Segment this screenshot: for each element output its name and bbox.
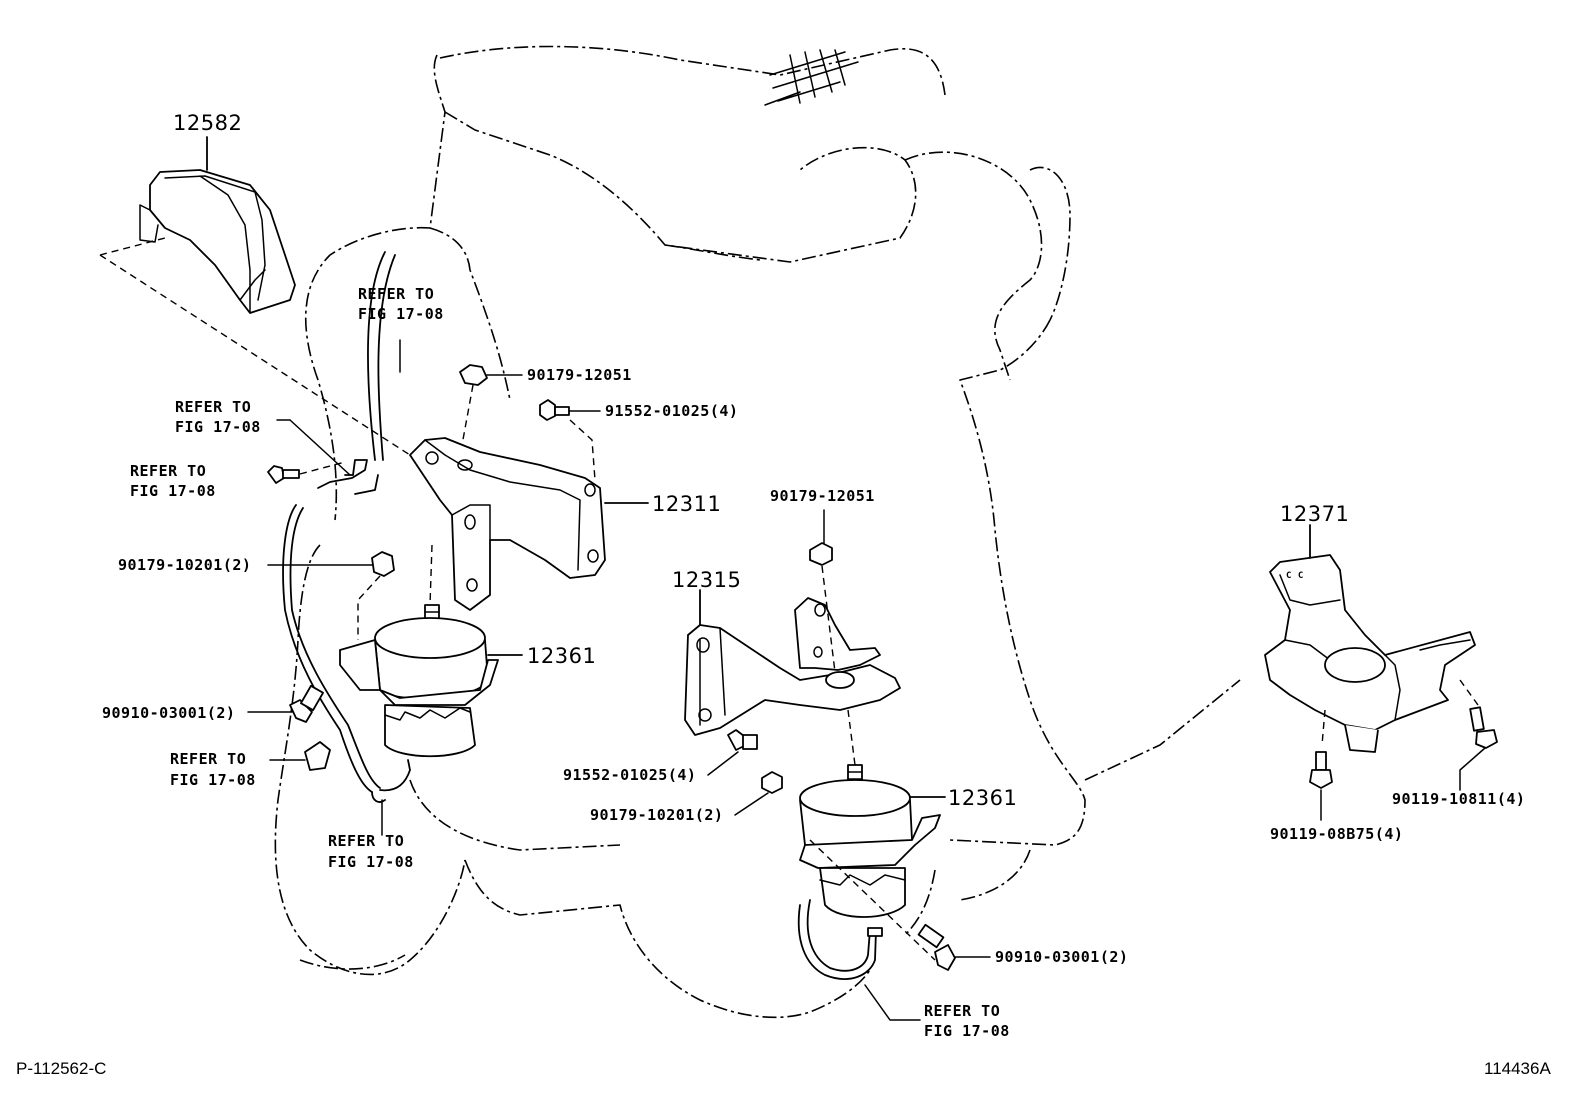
label-90119-08B75: 90119-08B75(4) <box>1270 825 1403 843</box>
hose-left <box>276 251 411 803</box>
svg-text:FIG 17-08: FIG 17-08 <box>358 305 444 323</box>
leader-12582-dash <box>99 237 411 456</box>
bolt-91552-01025-lower[interactable] <box>707 729 758 776</box>
hatch-mark <box>764 49 859 106</box>
nut-90179-10201-left[interactable] <box>267 551 395 640</box>
svg-text:FIG 17-08: FIG 17-08 <box>175 418 261 436</box>
refer-label-2[interactable]: REFER TO FIG 17-08 <box>175 398 261 436</box>
svg-text:FIG 17-08: FIG 17-08 <box>924 1022 1010 1040</box>
bolt-90119-08B75[interactable] <box>1309 751 1333 821</box>
engine-outline <box>274 45 1241 1019</box>
svg-text:REFER TO: REFER TO <box>328 832 404 850</box>
part-12582-cover[interactable] <box>139 136 296 314</box>
label-12361-middle: 12361 <box>948 786 1017 810</box>
label-90179-10201-left: 90179-10201(2) <box>118 556 251 574</box>
refer-label-5[interactable]: REFER TO FIG 17-08 <box>328 832 414 871</box>
nut-90179-10201-middle[interactable] <box>734 771 783 816</box>
label-90179-12051-upper: 90179-12051 <box>527 366 632 384</box>
bolt-90910-03001-left[interactable] <box>247 684 324 723</box>
clip-left <box>269 741 331 771</box>
label-12361-left: 12361 <box>527 644 596 668</box>
label-90179-10201-middle: 90179-10201(2) <box>590 806 723 824</box>
refer-label-6[interactable]: REFER TO FIG 17-08 <box>924 1002 1010 1040</box>
label-12371: 12371 <box>1280 502 1349 526</box>
svg-text:REFER TO: REFER TO <box>358 285 434 303</box>
refer-label-4[interactable]: REFER TO FIG 17-08 <box>170 750 256 789</box>
label-91552-01025-lower: 91552-01025(4) <box>563 766 696 784</box>
svg-text:REFER TO: REFER TO <box>175 398 251 416</box>
footer-right-code: 114436A <box>1484 1059 1551 1078</box>
label-91552-01025-upper: 91552-01025(4) <box>605 402 738 420</box>
nut-90179-12051-upper[interactable] <box>459 364 523 446</box>
label-90910-03001-left: 90910-03001(2) <box>102 704 235 722</box>
label-90910-03001-lower: 90910-03001(2) <box>995 948 1128 966</box>
part-12361-mount-left[interactable] <box>339 544 523 758</box>
label-90179-12051-middle: 90179-12051 <box>770 487 875 505</box>
svg-text:REFER TO: REFER TO <box>130 462 206 480</box>
bolt-90910-03001-lower[interactable] <box>917 923 991 971</box>
label-12315: 12315 <box>672 568 741 592</box>
svg-text:FIG 17-08: FIG 17-08 <box>130 482 216 500</box>
bolt-refer-upper-left[interactable] <box>267 461 346 484</box>
svg-text:FIG 17-08: FIG 17-08 <box>170 771 256 789</box>
bolt-91552-01025-upper[interactable] <box>539 399 601 481</box>
part-12371-bracket[interactable]: C C <box>1264 524 1479 753</box>
label-90119-10811: 90119-10811(4) <box>1392 790 1525 808</box>
label-12311: 12311 <box>652 492 721 516</box>
footer-left-code: P-112562-C <box>16 1059 106 1078</box>
part-12315-bracket[interactable] <box>684 589 901 736</box>
part-12311-bracket[interactable] <box>409 437 649 611</box>
svg-text:FIG 17-08: FIG 17-08 <box>328 853 414 871</box>
hose-bottom <box>797 899 921 1021</box>
refer-label-3[interactable]: REFER TO FIG 17-08 <box>130 462 216 500</box>
bolt-90119-10811[interactable] <box>1459 706 1498 791</box>
svg-text:C C: C C <box>1286 571 1304 581</box>
nut-90179-12051-middle[interactable] <box>809 509 836 673</box>
svg-text:REFER TO: REFER TO <box>170 750 246 768</box>
refer-label-1[interactable]: REFER TO FIG 17-08 <box>358 285 444 323</box>
svg-text:REFER TO: REFER TO <box>924 1002 1000 1020</box>
part-12361-mount-middle[interactable] <box>799 709 946 961</box>
label-12582: 12582 <box>173 111 242 135</box>
